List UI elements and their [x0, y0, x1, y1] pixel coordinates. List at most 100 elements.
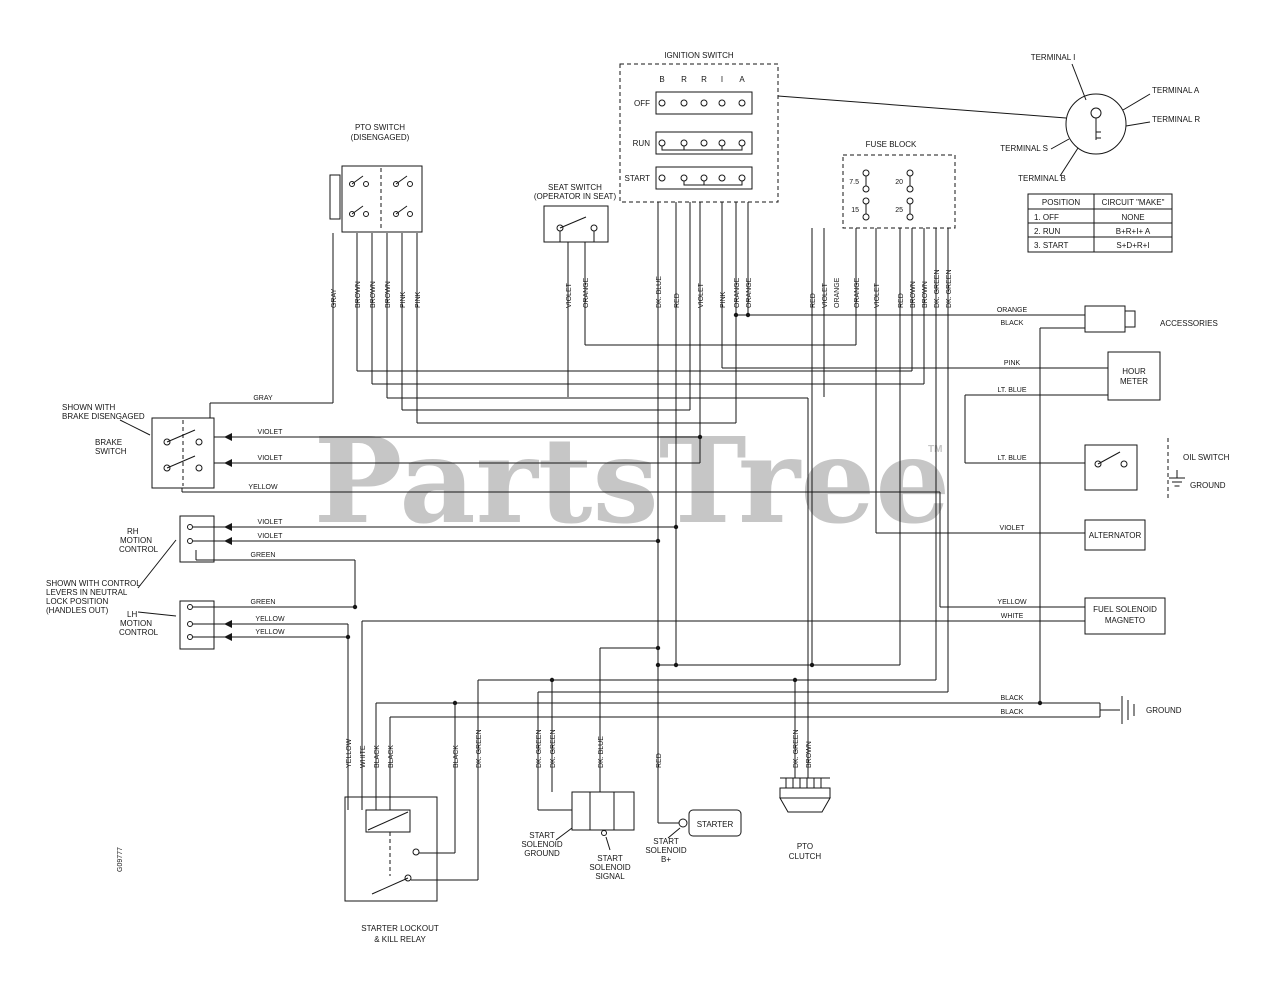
pto-switch: PTO SWITCH (DISENGAGED) — [329, 123, 423, 233]
rh-control-label: CONTROL — [119, 545, 159, 554]
wire-color-label: YELLOW — [997, 599, 1027, 606]
wire-color-label: DK. GREEN — [476, 729, 483, 768]
wire-color-label: VIOLET — [258, 533, 284, 540]
lh-control-label: MOTION — [120, 619, 152, 628]
brake-note: SHOWN WITH — [62, 403, 116, 412]
wire-color-label: RED — [674, 293, 681, 308]
wire-color-label: PINK — [1004, 360, 1021, 367]
wire-color-label: BLACK — [1001, 709, 1024, 716]
ignition-terminal-letter: B — [659, 75, 664, 84]
terminal-b-label: TERMINAL B — [1018, 174, 1066, 183]
wire-color-label: RED — [898, 293, 905, 308]
wire-color-label: VIOLET — [874, 282, 881, 308]
ignition-row-label: OFF — [634, 99, 650, 108]
watermark-tm: TM — [928, 444, 942, 455]
lh-control-label: CONTROL — [119, 628, 159, 637]
table-cell: 3. START — [1034, 241, 1068, 250]
seat-switch: SEAT SWITCH (OPERATOR IN SEAT) — [534, 183, 616, 243]
fuse-amp-label: 7.5 — [849, 179, 859, 186]
hour-meter: HOUR METER — [1107, 351, 1161, 401]
starter-label: STARTER — [697, 820, 734, 829]
table-cell: S+D+R+I — [1116, 241, 1149, 250]
wire-color-label: BROWN — [355, 281, 362, 308]
start-solenoid-signal-label: START — [597, 854, 623, 863]
table-cell: NONE — [1121, 213, 1144, 222]
wire-color-label: DK. GREEN — [793, 729, 800, 768]
wire-color-label: VIOLET — [258, 429, 284, 436]
wire-color-label: RED — [656, 753, 663, 768]
wire-color-label: BLACK — [388, 745, 395, 768]
wire-color-label: LT. BLUE — [997, 455, 1026, 462]
wire-color-label: DK. GREEN — [946, 269, 953, 308]
wire-color-label: ORANGE — [583, 277, 590, 308]
ignition-terminal-letter: R — [701, 75, 707, 84]
start-solenoid-signal-label: SIGNAL — [595, 872, 625, 881]
wire-color-label: VIOLET — [698, 282, 705, 308]
levers-note: SHOWN WITH CONTROL LEVERS IN NEUTRAL LOC… — [46, 539, 177, 617]
pto-switch-subtitle: (DISENGAGED) — [351, 133, 410, 142]
fuse-amp-label: 20 — [895, 179, 903, 186]
ignition-row-label: RUN — [633, 139, 651, 148]
fuse-block-title: FUSE BLOCK — [866, 140, 917, 149]
accessories-label: ACCESSORIES — [1160, 319, 1218, 328]
ignition-row-label: START — [625, 174, 651, 183]
watermark: PartsTree TM — [314, 411, 951, 550]
wire-color-label: GRAY — [253, 395, 273, 402]
start-solenoid-signal-label: SOLENOID — [589, 863, 631, 872]
oil-switch-label: OIL SWITCH — [1183, 453, 1230, 462]
wire-color-label: VIOLET — [1000, 525, 1026, 532]
wire-color-label: GRAY — [331, 288, 338, 308]
wire-color-label: YELLOW — [255, 629, 285, 636]
levers-note-line: (HANDLES OUT) — [46, 606, 109, 615]
table-header-circuit: CIRCUIT "MAKE" — [1102, 198, 1165, 207]
ignition-terminal-letter: A — [739, 75, 745, 84]
wire-color-label: BLACK — [374, 745, 381, 768]
wire-color-label: PINK — [400, 291, 407, 308]
wire-color-label: BROWN — [370, 281, 377, 308]
wire-color-label: DK. BLUE — [656, 276, 663, 308]
wire-color-label: YELLOW — [346, 738, 353, 768]
wire-color-label: BLACK — [453, 745, 460, 768]
start-solenoid-ground-label: SOLENOID — [521, 840, 563, 849]
table-cell: 2. RUN — [1034, 227, 1060, 236]
wire-color-label: YELLOW — [255, 616, 285, 623]
wire-labels-top: GRAY BROWN BROWN BROWN PINK PINK VIOLET … — [331, 269, 953, 308]
brake-note: BRAKE DISENGAGED — [62, 412, 145, 421]
hour-meter-label: METER — [1120, 377, 1148, 386]
wire-color-label: LT. BLUE — [997, 387, 1026, 394]
hour-meter-label: HOUR — [1122, 367, 1146, 376]
alternator-label: ALTERNATOR — [1089, 531, 1142, 540]
wire-labels-bottom: YELLOW WHITE BLACK BLACK BLACK DK. GREEN… — [346, 729, 813, 768]
fuse-block: FUSE BLOCK 7.5 20 15 25 — [842, 140, 956, 229]
starter-lockout-label: STARTER LOCKOUT — [361, 924, 439, 933]
terminal-a-label: TERMINAL A — [1152, 86, 1200, 95]
wire-color-label: BROWN — [910, 281, 917, 308]
wire-color-label: DK. GREEN — [934, 269, 941, 308]
wire-color-label: RED — [810, 293, 817, 308]
starter-lockout-label: & KILL RELAY — [374, 935, 426, 944]
wire-color-label: VIOLET — [258, 519, 284, 526]
wire-color-label: WHITE — [1001, 613, 1024, 620]
wire-color-label: BROWN — [806, 741, 813, 768]
wire-color-label: VIOLET — [258, 455, 284, 462]
wire-color-label: PINK — [415, 291, 422, 308]
wire-color-label: ORANGE — [734, 277, 741, 308]
wire-color-label: BLACK — [1001, 695, 1024, 702]
table-cell: B+R+I+ A — [1116, 227, 1151, 236]
wire-color-label: PINK — [720, 291, 727, 308]
fuse-amp-label: 15 — [851, 207, 859, 214]
start-solenoid-ground-label: GROUND — [524, 849, 560, 858]
wire-color-label: YELLOW — [248, 484, 278, 491]
lh-control-label: LH — [127, 610, 137, 619]
wire-color-label: ORANGE — [854, 277, 861, 308]
fuel-solenoid-label: MAGNETO — [1105, 616, 1145, 625]
wire-color-label: ORANGE — [834, 277, 841, 308]
oil-switch: OIL SWITCH GROUND — [1084, 438, 1230, 500]
terminal-r-label: TERMINAL R — [1152, 115, 1200, 124]
watermark-text: PartsTree — [314, 411, 951, 550]
wire-color-label: BROWN — [385, 281, 392, 308]
seat-switch-title: SEAT SWITCH — [548, 183, 602, 192]
pto-clutch-label: CLUTCH — [789, 852, 822, 861]
wire-color-label: VIOLET — [822, 282, 829, 308]
